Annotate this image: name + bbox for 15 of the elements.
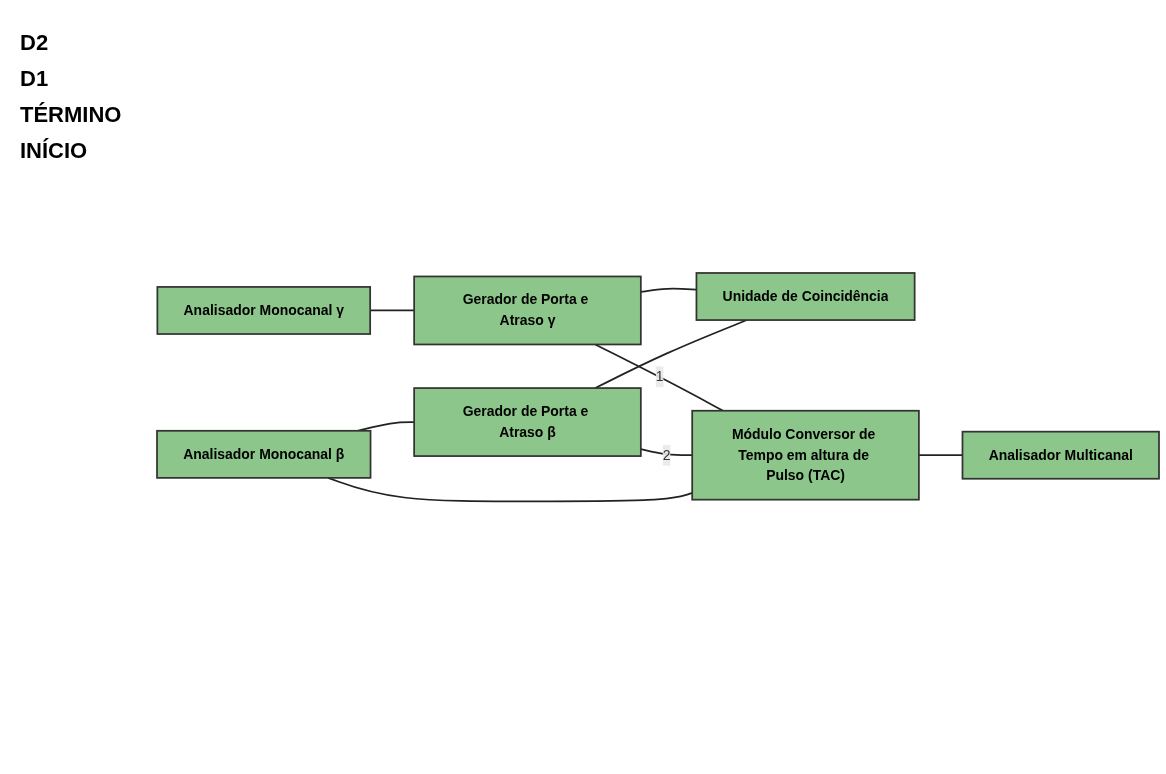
signal-label: INÍCIO [20, 138, 89, 164]
node-box: Analisador Monocanal γ [156, 285, 372, 335]
node-box: Analisador Multicanal [961, 430, 1160, 480]
edge-label: 1 [655, 368, 664, 384]
edge-label: 2 [662, 447, 671, 462]
signal-label: D2 [20, 30, 50, 56]
node-box: Unidade de Coincidência [695, 271, 916, 321]
connector [594, 343, 724, 412]
node-box: Módulo Conversor de Tempo em altura de Pulso (TAC) [691, 409, 920, 501]
connector [594, 319, 748, 389]
node-box: Gerador de Porta e Atraso β [413, 387, 642, 457]
node-box: Analisador Monocanal β [156, 429, 372, 479]
node-box: Gerador de Porta e Atraso γ [413, 275, 642, 346]
signal-label: TÉRMINO [20, 102, 123, 128]
signal-label: D1 [20, 66, 50, 92]
